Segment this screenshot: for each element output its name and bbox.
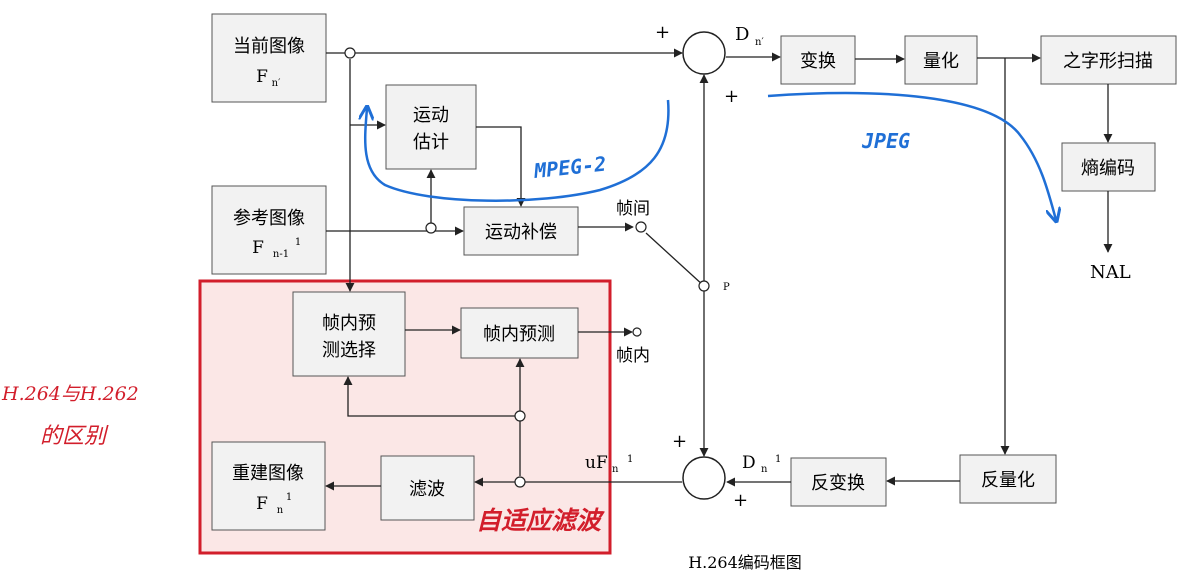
difference-annotation: 的区别 bbox=[40, 424, 109, 449]
zigzag-scan-label: 之字形扫描 bbox=[1063, 51, 1153, 72]
reference-image-superscript: 1 bbox=[295, 237, 301, 248]
entropy-coding-block: 熵编码 bbox=[1061, 142, 1156, 192]
filter-block: 滤波 bbox=[380, 455, 475, 521]
motion-compensation-block: 运动补偿 bbox=[463, 206, 579, 256]
mpeg2-scope-arrow bbox=[365, 99, 670, 202]
ufn-superscript: 1 bbox=[627, 454, 633, 465]
plus-sign-bottom-right: + bbox=[733, 490, 748, 511]
reconstructed-image-superscript: 1 bbox=[286, 492, 292, 503]
ufn-subscript: n bbox=[612, 464, 619, 475]
current-image-block: 当前图像 F n′ bbox=[211, 13, 327, 103]
plus-sign-bottom-top: + bbox=[672, 431, 687, 452]
dn-label: D bbox=[735, 24, 749, 45]
jpeg-annotation: JPEG bbox=[861, 129, 910, 153]
nal-label: NAL bbox=[1090, 262, 1131, 283]
intra-prediction-select-label-1: 帧内预 bbox=[322, 313, 376, 334]
signal-lines bbox=[325, 48, 1113, 491]
intra-prediction-select-block: 帧内预 测选择 bbox=[292, 291, 406, 377]
plus-sign-top-bottom: + bbox=[724, 86, 739, 107]
quantize-label: 量化 bbox=[923, 51, 959, 72]
reference-branch-node bbox=[425, 222, 437, 234]
ufn-branch-node bbox=[514, 476, 526, 488]
reference-image-symbol: F bbox=[252, 238, 264, 258]
inverse-transform-block: 反变换 bbox=[790, 457, 887, 507]
reconstructed-image-symbol: F bbox=[256, 494, 268, 514]
reference-image-subscript: n-1 bbox=[273, 249, 289, 260]
intra-prediction-block: 帧内预测 bbox=[460, 307, 579, 359]
current-image-subscript: n′ bbox=[272, 78, 281, 89]
intra-label: 帧内 bbox=[616, 346, 650, 366]
plus-sign-top-left: + bbox=[655, 22, 670, 43]
junction-nodes bbox=[344, 47, 710, 488]
dn-prime-superscript: 1 bbox=[775, 454, 781, 465]
signal-labels: + + D n′ 帧间 P 帧内 NAL + + D n 1 uF n 1 H.… bbox=[585, 22, 1131, 572]
dn-prime-label: D bbox=[742, 453, 756, 473]
inverse-quantize-block: 反量化 bbox=[959, 454, 1057, 504]
reference-image-label: 参考图像 bbox=[233, 208, 305, 229]
reconstructed-image-subscript: n bbox=[277, 505, 284, 516]
intra-switch-node bbox=[632, 327, 642, 337]
h264-vs-h262-annotation: H.264与H.262 bbox=[1, 383, 139, 405]
quantize-block: 量化 bbox=[904, 35, 978, 85]
motion-compensation-label: 运动补偿 bbox=[485, 222, 557, 243]
dn-prime-subscript: n bbox=[761, 464, 768, 475]
inter-label: 帧间 bbox=[616, 199, 650, 219]
p-label: P bbox=[723, 282, 730, 293]
motion-estimation-label-1: 运动 bbox=[413, 105, 449, 126]
zigzag-scan-block: 之字形扫描 bbox=[1040, 35, 1177, 85]
mpeg2-annotation: MPEG-2 bbox=[532, 152, 607, 184]
inverse-transform-label: 反变换 bbox=[811, 473, 865, 494]
bottom-summing-junction bbox=[682, 456, 726, 500]
ufn-label: uF bbox=[585, 453, 608, 473]
dn-subscript: n′ bbox=[755, 37, 764, 48]
inter-switch-node bbox=[635, 221, 647, 233]
adaptive-filter-annotation: 自适应滤波 bbox=[476, 506, 605, 535]
intra-prediction-label: 帧内预测 bbox=[483, 324, 555, 345]
top-summing-junction bbox=[682, 31, 726, 75]
handwritten-annotations: MPEG-2 JPEG H.264与H.262 的区别 自适应滤波 bbox=[1, 91, 1056, 535]
filter-label: 滤波 bbox=[409, 479, 445, 500]
inverse-quantize-label: 反量化 bbox=[981, 470, 1035, 491]
reconstructed-image-label: 重建图像 bbox=[232, 463, 304, 484]
current-image-branch-node bbox=[344, 47, 356, 59]
current-image-label: 当前图像 bbox=[233, 36, 305, 57]
current-image-symbol: F bbox=[256, 67, 268, 87]
reference-image-block: 参考图像 F n-1 1 bbox=[211, 185, 327, 275]
diagram-caption: H.264编码框图 bbox=[688, 553, 802, 572]
reconstructed-image-block: 重建图像 F n 1 bbox=[211, 441, 326, 531]
entropy-coding-label: 熵编码 bbox=[1081, 158, 1135, 179]
transform-block: 变换 bbox=[780, 35, 856, 85]
motion-estimation-block: 运动 估计 bbox=[385, 84, 477, 170]
jpeg-scope-arrow bbox=[767, 91, 1056, 220]
p-switch-node bbox=[698, 280, 710, 292]
intra-prediction-select-label-2: 测选择 bbox=[322, 340, 376, 361]
intra-feedback-node bbox=[514, 410, 526, 422]
motion-estimation-label-2: 估计 bbox=[413, 132, 449, 153]
transform-label: 变换 bbox=[800, 51, 836, 72]
